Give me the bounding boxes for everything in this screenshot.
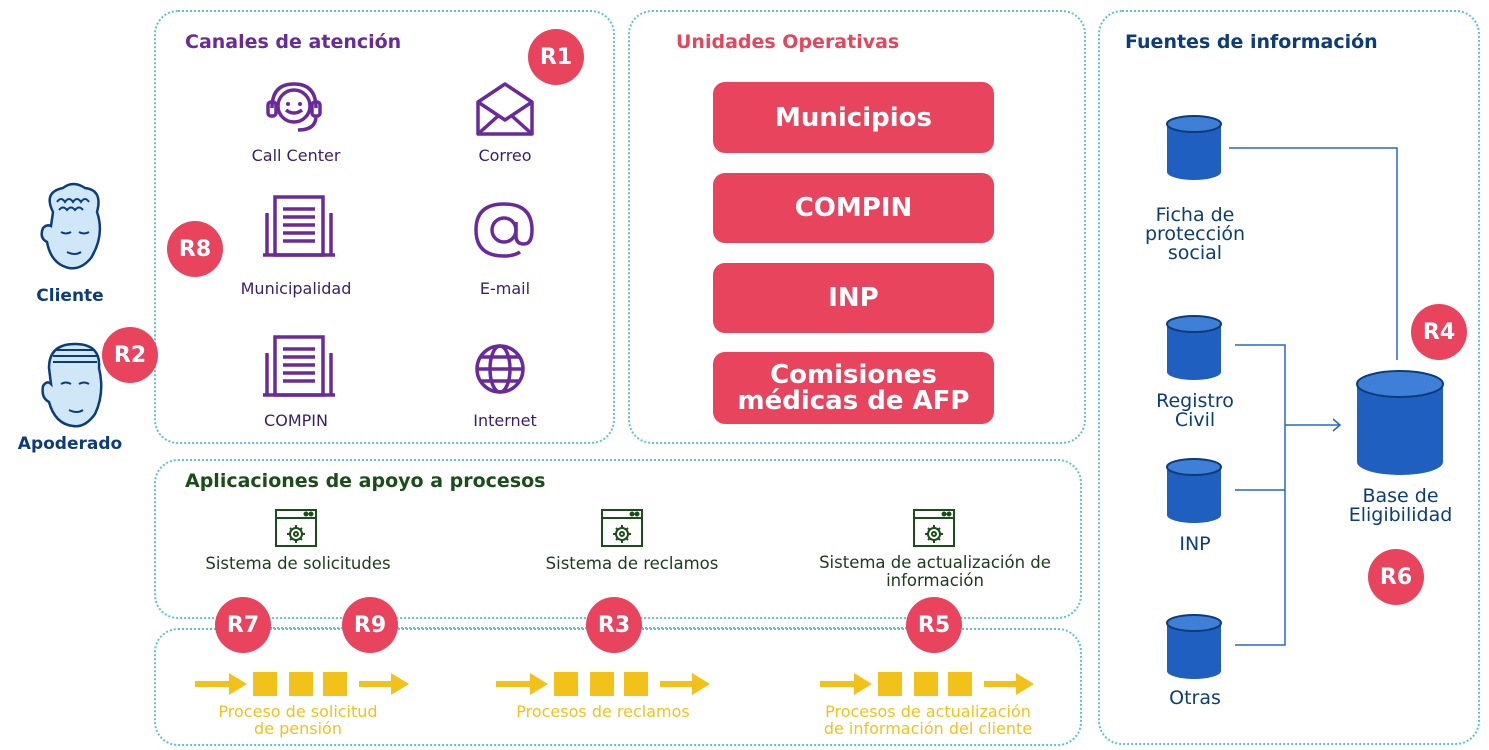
badge-r1: R1	[528, 29, 584, 85]
correo-icon	[476, 82, 534, 136]
ficha-label: Ficha de protección social	[1125, 206, 1265, 263]
badge-r8: R8	[167, 221, 223, 277]
fuentes-panel	[1098, 10, 1480, 745]
otras-label: Otras	[1169, 687, 1221, 709]
email-label: E-mail	[479, 279, 531, 298]
badge-r4: R4	[1411, 304, 1467, 360]
actualizacion-process-line1: Procesos de actualización	[825, 702, 1031, 721]
call-center-label: Call Center	[251, 146, 341, 165]
unidades-panel	[628, 10, 1086, 444]
apoderado-label: Apoderado	[17, 434, 123, 454]
actualizacion-app-icon	[913, 509, 955, 547]
email-at-icon	[474, 202, 534, 258]
inp-database-icon	[1166, 458, 1222, 523]
solicitudes-label: Sistema de solicitudes	[205, 554, 391, 573]
apoderado-avatar-icon	[41, 342, 103, 428]
canales-panel	[154, 10, 615, 444]
solicitudes-app-icon	[275, 509, 317, 547]
actualizacion-process-flow-icon	[820, 672, 1034, 696]
badge-r9: R9	[342, 597, 398, 653]
correo-label: Correo	[478, 146, 532, 165]
solicitud-process-flow-icon	[195, 672, 409, 696]
base-line1: Base de	[1362, 485, 1439, 507]
actualizacion-process-line2: de información del cliente	[823, 719, 1033, 738]
aplicaciones-title: Aplicaciones de apoyo a procesos	[185, 470, 546, 492]
solicitud-process-line1: Proceso de solicitud	[218, 702, 378, 721]
call-center-icon	[266, 82, 322, 132]
unit-inp: INP	[713, 263, 994, 333]
actualizacion-line2: información	[886, 571, 984, 590]
actualizacion-line1: Sistema de actualización de	[819, 553, 1051, 572]
unidades-title: Unidades Operativas	[676, 31, 900, 53]
badge-r6: R6	[1368, 549, 1424, 605]
cliente-label: Cliente	[36, 286, 104, 306]
badge-r5: R5	[906, 597, 962, 653]
cliente-avatar-icon	[40, 182, 102, 270]
unit-compin: COMPIN	[713, 173, 994, 243]
ficha-line1: Ficha de	[1155, 204, 1235, 226]
badge-r2: R2	[102, 327, 158, 383]
reclamos-app-icon	[601, 509, 643, 547]
internet-label: Internet	[473, 411, 537, 430]
unit-comisiones-line1: Comisiones	[770, 360, 937, 390]
fuentes-title: Fuentes de información	[1125, 31, 1378, 53]
reclamos-process-label: Procesos de reclamos	[516, 702, 690, 721]
solicitud-process-line2: de pensión	[254, 719, 342, 738]
compin-channel-label: COMPIN	[264, 411, 328, 430]
base-eligibilidad-database-icon	[1356, 370, 1444, 475]
registro-database-icon	[1166, 315, 1222, 380]
ficha-database-icon	[1166, 115, 1222, 180]
unit-municipios: Municipios	[713, 82, 994, 153]
registro-line1: Registro	[1156, 390, 1234, 412]
solicitud-process-label: Proceso de solicitud de pensión	[190, 703, 406, 737]
actualizacion-label: Sistema de actualización de información	[800, 554, 1070, 590]
compin-building-icon	[263, 335, 335, 397]
otras-database-icon	[1166, 614, 1222, 679]
ficha-line2: protección	[1144, 223, 1246, 245]
unit-comisiones-medicas: Comisiones médicas de AFP	[713, 352, 994, 424]
badge-r7: R7	[215, 597, 271, 653]
base-line2: Eligibilidad	[1348, 504, 1453, 526]
municipalidad-building-icon	[263, 195, 335, 257]
reclamos-label: Sistema de reclamos	[545, 554, 719, 573]
badge-r3: R3	[586, 597, 642, 653]
reclamos-process-flow-icon	[496, 672, 710, 696]
unit-comisiones-line2: médicas de AFP	[737, 386, 970, 416]
inp-source-label: INP	[1179, 533, 1211, 555]
registro-line2: Civil	[1174, 409, 1216, 431]
actualizacion-process-label: Procesos de actualización de información…	[796, 703, 1060, 737]
registro-label: Registro Civil	[1125, 392, 1265, 430]
municipalidad-label: Municipalidad	[240, 279, 352, 298]
base-label: Base de Eligibilidad	[1328, 487, 1473, 525]
internet-globe-icon	[475, 344, 525, 394]
ficha-line3: social	[1167, 242, 1223, 264]
canales-title: Canales de atención	[185, 31, 402, 53]
